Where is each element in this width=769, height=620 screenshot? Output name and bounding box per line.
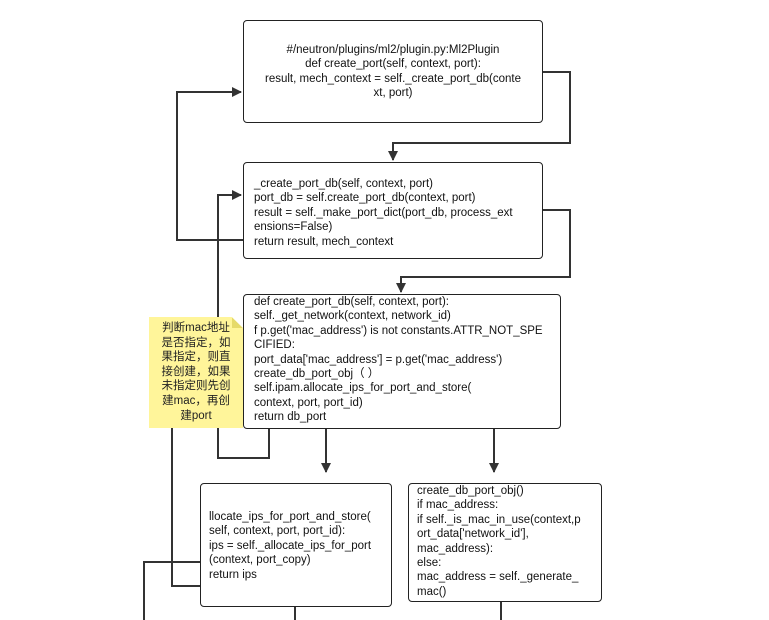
box-text-line: result = self._make_port_dict(port_db, p… xyxy=(254,206,513,219)
create-port-db-base-box: def create_port_db(self, context, port):… xyxy=(243,294,561,429)
box-text-line: return result, mech_context xyxy=(254,235,394,248)
box-text-line: llocate_ips_for_port_and_store( xyxy=(209,511,371,523)
box-text-line: ips = self._allocate_ips_for_port xyxy=(209,539,372,552)
line-left-down xyxy=(143,561,200,620)
box-text-line: #/neutron/plugins/ml2/plugin.py:Ml2Plugi… xyxy=(286,44,500,56)
note-text-line: 果指定，则直 xyxy=(161,351,231,364)
box-text-line: ort_data['network_id'], xyxy=(417,528,529,541)
arrow-create-port-db-to-base xyxy=(396,209,571,293)
note-text-line: 判断mac地址 xyxy=(162,322,230,334)
note-text-line: 是否指定，如 xyxy=(161,336,231,349)
note-text-line: 建port xyxy=(180,409,212,422)
box-text-line: mac_address): xyxy=(417,542,494,555)
note-text-line: 接创建，如果 xyxy=(161,365,231,378)
box-text-line: context, port, port_id) xyxy=(254,396,363,409)
box-text-line: def create_port_db(self, context, port): xyxy=(254,296,449,308)
box-text-line: port_data['mac_address'] = p.get('mac_ad… xyxy=(254,353,503,366)
box-text-line: CIFIED: xyxy=(254,339,295,352)
box-text-line: _create_port_db(self, context, port) xyxy=(254,178,433,190)
box-text-line: self, context, port, port_id): xyxy=(209,525,346,538)
box-text-line: return ips xyxy=(209,568,257,581)
create-db-port-obj-box: create_db_port_obj() if mac_address: if … xyxy=(408,483,602,602)
box-text-line: else: xyxy=(417,557,442,570)
box-text-line: mac_address = self._generate_ xyxy=(417,571,579,584)
box-text-line: mac() xyxy=(417,585,447,598)
box-text-line: return db_port xyxy=(254,411,327,424)
box-text-line: if self._is_mac_in_use(context,p xyxy=(417,513,581,526)
note-text-line: 建mac，再创 xyxy=(162,394,230,407)
box-text-line: xt, port) xyxy=(373,87,413,100)
box-text-line: create_db_port_obj（ ） xyxy=(254,368,380,381)
box-text-line: (context, port_copy) xyxy=(209,554,311,567)
plugin-create-port-box: #/neutron/plugins/ml2/plugin.py:Ml2Plugi… xyxy=(243,20,543,123)
create-port-db-ml2-box: _create_port_db(self, context, port) por… xyxy=(243,162,543,259)
note-text-line: 未指定则先创 xyxy=(161,380,231,393)
box-text-line: if mac_address: xyxy=(417,499,499,512)
sticky-note: 判断mac地址 是否指定，如 果指定，则直 接创建，如果 未指定则先创 建mac… xyxy=(149,317,243,428)
box-text-line: f p.get('mac_address') is not constants.… xyxy=(254,324,543,337)
box-text-line: result, mech_context = self._create_port… xyxy=(264,72,522,85)
box-text-line: def create_port(self, context, port): xyxy=(305,58,481,71)
box-text-line: create_db_port_obj() xyxy=(417,485,524,497)
arrow-return-to-plugin xyxy=(176,87,243,241)
allocate-ips-box: llocate_ips_for_port_and_store( self, co… xyxy=(200,483,392,607)
arrow-plugin-to-create-port-db xyxy=(388,71,571,161)
arrow-return-to-create-port-db xyxy=(217,190,270,459)
box-text-line: self._get_network(context, network_id) xyxy=(254,310,451,323)
box-text-line: self.ipam.allocate_ips_for_port_and_stor… xyxy=(254,382,472,395)
box-text-line: port_db = self.create_port_db(context, p… xyxy=(254,192,476,205)
box-text-line: ensions=False) xyxy=(254,221,333,234)
